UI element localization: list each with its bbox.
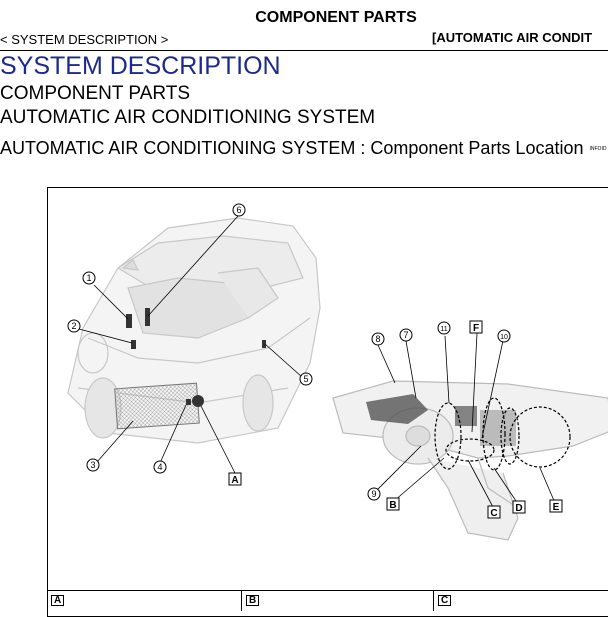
breadcrumb: < SYSTEM DESCRIPTION >	[0, 32, 169, 47]
callout-4: 4	[157, 462, 162, 472]
heading-text: AUTOMATIC AIR CONDITIONING SYSTEM : Comp…	[0, 138, 584, 158]
letter-boxes	[228, 320, 563, 519]
callout-6: 6	[236, 205, 241, 215]
sensor-parts	[126, 308, 266, 407]
table-cell-c: C	[433, 591, 608, 611]
numbered-callouts	[67, 203, 511, 501]
condenser-shape	[114, 382, 200, 430]
callout-10: 10	[500, 334, 508, 341]
table-cell-b: B	[241, 591, 434, 611]
page-header-title: COMPONENT PARTS	[255, 9, 417, 26]
dashed-outlines	[434, 397, 571, 471]
section-title: SYSTEM DESCRIPTION	[0, 52, 281, 80]
letter-f: F	[473, 323, 479, 334]
callout-11: 11	[440, 326, 447, 333]
leader-lines-left	[78, 215, 303, 474]
leader-lines-right	[374, 332, 556, 508]
letter-d: D	[515, 503, 522, 514]
callout-2: 2	[71, 321, 76, 331]
letter-c: C	[490, 508, 497, 519]
callout-7: 7	[403, 330, 408, 340]
heading-component-location: AUTOMATIC AIR CONDITIONING SYSTEM : Comp…	[0, 138, 606, 159]
figure-illustration: 1 2 3 4 5 6 7 8 9 10 11 A B C D E F	[67, 203, 608, 541]
callout-1: 1	[86, 273, 91, 283]
callout-9: 9	[371, 489, 376, 499]
table-cell-a: A	[47, 591, 241, 611]
letter-a: A	[231, 475, 238, 486]
letter-e: E	[553, 502, 560, 513]
header-rule	[0, 50, 608, 51]
vehicle-illustration	[67, 217, 321, 444]
component-location-figure: 1 2 3 4 5 6 7 8 9 10 11 A B C D E F	[47, 187, 608, 617]
callout-5: 5	[303, 374, 308, 384]
heading-system: AUTOMATIC AIR CONDITIONING SYSTEM	[0, 107, 376, 128]
letter-b: B	[389, 500, 396, 511]
section-tag: [AUTOMATIC AIR CONDIT	[432, 30, 593, 45]
callout-8: 8	[375, 334, 380, 344]
callout-3: 3	[90, 460, 95, 470]
info-id: INFOID	[589, 146, 607, 153]
heading-component-parts: COMPONENT PARTS	[0, 83, 191, 104]
